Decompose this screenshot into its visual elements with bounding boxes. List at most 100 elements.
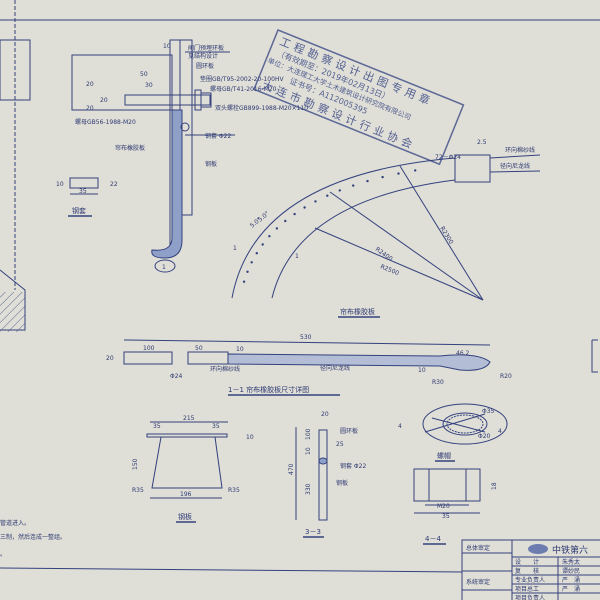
role-label: 专业负责人 bbox=[515, 576, 545, 584]
role-label: 项目负责人 bbox=[515, 594, 545, 600]
bolt-hole bbox=[352, 184, 355, 187]
drawing-text: 10 bbox=[418, 367, 426, 374]
section-1-1: 530 100 50 Φ24 20 10 46.2 R30 R20 10 环向棉… bbox=[106, 334, 512, 396]
dim: 20 bbox=[100, 97, 108, 104]
dim: 10 bbox=[56, 181, 64, 188]
note-line: 三制，然后连成一整组。 bbox=[0, 533, 66, 541]
drawing-text: R35 bbox=[228, 487, 240, 494]
drawing-text: 径向尼龙线 bbox=[500, 162, 530, 170]
drawing-text: 35 bbox=[212, 423, 220, 430]
note-line: 管道进入。 bbox=[0, 519, 30, 527]
signer-name: 朱秀太 bbox=[562, 558, 580, 566]
drawing-text: 35 bbox=[442, 513, 450, 520]
bolt-hole bbox=[261, 243, 264, 246]
drawing-text: 18 bbox=[491, 482, 498, 490]
signer-name: 严 涌 bbox=[562, 576, 580, 584]
drawing-text: 4 bbox=[398, 423, 402, 430]
dim: 20 bbox=[86, 81, 94, 88]
dim: 20 bbox=[86, 105, 94, 112]
nut-detail: Φ35 Φ20 4 4 螺帽 bbox=[398, 403, 508, 462]
steel-sleeve-detail: 35 10 22 钢套 bbox=[56, 177, 118, 217]
steel-plate-detail: 215 35 35 196 150 R35 R35 10 钢板 bbox=[132, 415, 254, 523]
bolt-hole bbox=[366, 179, 369, 183]
label: 帘布橡胶板 bbox=[115, 144, 145, 152]
steel-sleeve bbox=[180, 122, 190, 132]
border-bottom bbox=[0, 567, 463, 573]
label: 钢套 Φ22 bbox=[205, 132, 231, 140]
label: 双头螺栓GB899-1988-M20×110 bbox=[215, 104, 308, 112]
company-logo-icon bbox=[528, 544, 548, 554]
drawing-text: R20 bbox=[500, 373, 512, 380]
drawing-text: 25 bbox=[336, 441, 344, 448]
bolt-hole bbox=[303, 206, 306, 209]
drawing-text: 钢板 bbox=[336, 479, 348, 487]
bolt-hole bbox=[293, 212, 296, 216]
drawing-text: 5.0° bbox=[257, 210, 271, 223]
view-title: 4－4 bbox=[425, 535, 441, 543]
drawing-text: 20 bbox=[321, 411, 329, 418]
drawing-text: 10 bbox=[246, 434, 254, 441]
drawing-text: 2.5 bbox=[477, 139, 487, 146]
drawing-text: 10 bbox=[305, 447, 312, 455]
section-3-3: 20 100 10 25 470 330 圆环板 钢套 Φ22 钢板 3－3 bbox=[288, 411, 366, 538]
stud-bolt bbox=[124, 94, 211, 106]
drawing-text: 1 bbox=[233, 245, 237, 252]
signer-name: 严 涌 bbox=[562, 585, 580, 593]
drawing-text: Φ24 bbox=[170, 373, 183, 380]
drawing-text: 50 bbox=[195, 345, 203, 352]
view-title: 螺帽 bbox=[437, 451, 451, 460]
drawing-text: R2300 bbox=[438, 225, 454, 245]
bolt-hole bbox=[246, 270, 249, 273]
bolt-hole bbox=[397, 172, 400, 175]
title-block: 总体审定 系统审定 中铁第六 设 计朱秀太复 核谭妙民专业负责人严 涌项目总工严… bbox=[461, 539, 600, 600]
dim: 50 bbox=[140, 71, 148, 78]
dim: 10 bbox=[163, 43, 171, 50]
bolt-hole bbox=[314, 200, 317, 203]
review-label: 总体审定 bbox=[466, 544, 490, 552]
bolt-hole bbox=[242, 280, 246, 283]
label: 螺母GB/T41-2016-M20 bbox=[210, 85, 277, 93]
dim: 22 bbox=[110, 181, 118, 188]
role-label: 设 计 bbox=[515, 558, 539, 566]
drawing-text: Φ20 bbox=[478, 433, 491, 440]
drawing-text: M20 bbox=[437, 503, 450, 510]
drawing-text: R30 bbox=[432, 379, 444, 386]
drawing-text: R2500 bbox=[379, 263, 400, 277]
bolt-hole bbox=[275, 227, 279, 230]
label: 见结构设计 bbox=[188, 52, 218, 60]
label: 螺母GB56-1988-M20 bbox=[75, 118, 136, 126]
nut bbox=[200, 92, 212, 108]
dim: 35 bbox=[79, 188, 87, 195]
drawing-text: 环向棉纱线 bbox=[505, 146, 535, 154]
view-title: 1－1 帘布橡胶板尺寸详图 bbox=[228, 385, 309, 394]
drawing-text: 圆环板 bbox=[340, 427, 358, 435]
note-line: 。 bbox=[0, 551, 6, 558]
label: 钢板 bbox=[205, 160, 217, 168]
bolt-hole bbox=[284, 219, 287, 223]
bolt-hole bbox=[414, 169, 417, 172]
section-4-4: M20 35 18 4－4 bbox=[413, 468, 498, 545]
drawing-text: 150 bbox=[132, 458, 139, 470]
curtain-rubber-section bbox=[151, 109, 183, 259]
view-title: 钢板 bbox=[178, 512, 192, 521]
drawing-text: 330 bbox=[305, 483, 312, 495]
drawing-text: 196 bbox=[180, 491, 192, 498]
drawing-text: 100 bbox=[305, 428, 312, 440]
role-label: 复 核 bbox=[515, 567, 539, 575]
drawing-text: 径向尼龙线 bbox=[320, 364, 350, 372]
bolt-hole bbox=[326, 194, 329, 197]
view-title: 钢套 bbox=[72, 206, 86, 215]
drawing-text: 46.2 bbox=[456, 350, 470, 357]
drawing-text: 100 bbox=[143, 345, 155, 352]
label: 闸门预埋环板 bbox=[188, 44, 224, 52]
drawing-text: 钢套 Φ22 bbox=[340, 462, 366, 470]
dim: 30 bbox=[145, 82, 153, 89]
drawing-text: 20 bbox=[106, 355, 114, 362]
drawing-text: R35 bbox=[132, 487, 144, 494]
washer bbox=[194, 89, 202, 111]
bolt-hole bbox=[250, 261, 253, 264]
drawing-text: 530 bbox=[300, 334, 312, 341]
review-label: 系统审定 bbox=[466, 578, 490, 586]
concrete-left bbox=[0, 39, 31, 101]
